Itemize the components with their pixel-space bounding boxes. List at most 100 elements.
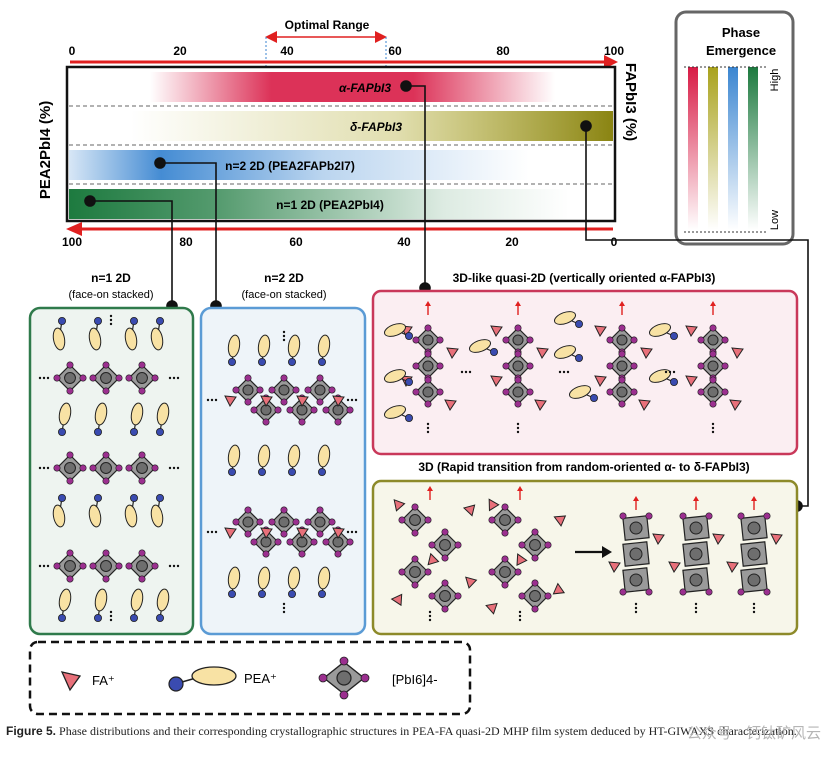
fa-cation bbox=[446, 347, 459, 359]
iodide-atom bbox=[763, 512, 771, 520]
pea-body bbox=[257, 334, 271, 358]
iodide-atom bbox=[488, 568, 496, 576]
ellipsis-dot bbox=[516, 426, 520, 430]
pb-atom bbox=[629, 521, 643, 535]
panel-n2-title: n=2 2D bbox=[264, 271, 304, 285]
fa-cation bbox=[729, 399, 742, 411]
iodide-atom bbox=[514, 376, 522, 384]
top-tick-label: 40 bbox=[280, 44, 294, 58]
fa-cation bbox=[553, 515, 567, 527]
ellipsis-dot bbox=[109, 618, 113, 622]
emergence-bar-red bbox=[688, 67, 698, 230]
ellipsis-dot bbox=[634, 602, 638, 606]
pea-body bbox=[156, 402, 170, 426]
ellipsis-dot bbox=[428, 614, 432, 618]
pea-head bbox=[227, 467, 236, 476]
fa-cation bbox=[462, 504, 476, 517]
iodide-atom bbox=[79, 464, 87, 472]
iodide-atom bbox=[709, 376, 717, 384]
fa-cation bbox=[488, 498, 500, 512]
ellipsis-dot bbox=[109, 322, 113, 326]
iodide-atom bbox=[268, 386, 276, 394]
fa-cation bbox=[485, 602, 498, 615]
panel-3d-title: 3D (Rapid transition from random-oriente… bbox=[418, 460, 749, 474]
iodide-atom bbox=[115, 464, 123, 472]
emergence-bar-olive bbox=[708, 67, 718, 230]
ellipsis-dot bbox=[346, 398, 350, 402]
iodide-atom bbox=[514, 516, 522, 524]
ellipsis-dot bbox=[634, 610, 638, 614]
band-n1-2d bbox=[69, 189, 569, 219]
panel-n2 bbox=[199, 306, 367, 636]
iodide-atom bbox=[53, 562, 61, 570]
ellipsis-dot bbox=[42, 466, 46, 470]
pb-atom bbox=[689, 521, 703, 535]
iodide-atom bbox=[531, 605, 539, 613]
pb-atom bbox=[439, 539, 451, 551]
iodide-atom bbox=[151, 464, 159, 472]
pea-head bbox=[94, 614, 103, 623]
iodide-atom bbox=[79, 374, 87, 382]
pea-head bbox=[94, 493, 103, 502]
ellipsis-dot bbox=[210, 398, 214, 402]
ellipsis-dot bbox=[210, 530, 214, 534]
iodide-atom bbox=[501, 503, 509, 511]
iodide-atom bbox=[709, 350, 717, 358]
iodide-atom bbox=[256, 518, 264, 526]
pb-atom bbox=[278, 516, 290, 528]
pea-body bbox=[94, 402, 108, 426]
pbi6-octahedron-icon bbox=[318, 656, 370, 700]
pb-atom bbox=[422, 386, 434, 398]
iodide-atom bbox=[737, 588, 745, 596]
ellipsis-dot bbox=[38, 376, 42, 380]
top-tick-label: 60 bbox=[388, 44, 402, 58]
fa-cation bbox=[685, 375, 698, 387]
ellipsis-dot bbox=[518, 614, 522, 618]
iodide-atom bbox=[630, 362, 638, 370]
pea-body bbox=[468, 339, 492, 353]
iodide-atom bbox=[436, 336, 444, 344]
iodide-atom bbox=[322, 406, 330, 414]
iodide-atom bbox=[531, 554, 539, 562]
pea-body bbox=[287, 566, 301, 590]
ellipsis-dot bbox=[282, 334, 286, 338]
pea-body bbox=[52, 327, 66, 351]
iodide-atom bbox=[89, 562, 97, 570]
iodide-atom bbox=[346, 538, 354, 546]
iodide-atom bbox=[697, 362, 705, 370]
connector-n1 bbox=[90, 200, 173, 306]
ellipsis-dot bbox=[672, 370, 676, 374]
ellipsis-dot bbox=[752, 606, 756, 610]
pea-head bbox=[257, 467, 266, 476]
iodide-atom bbox=[412, 362, 420, 370]
pb-atom bbox=[499, 566, 511, 578]
optimal-range-label: Optimal Range bbox=[285, 18, 370, 32]
pea-body bbox=[317, 566, 331, 590]
orientation-arrowhead bbox=[517, 486, 523, 491]
pea-head bbox=[58, 614, 67, 623]
iodide-atom bbox=[544, 592, 552, 600]
pb-atom bbox=[64, 560, 76, 572]
pea-body bbox=[317, 444, 331, 468]
iodide-atom bbox=[125, 374, 133, 382]
iodide-atom bbox=[286, 538, 294, 546]
fa-cation bbox=[668, 561, 681, 573]
iodide-atom bbox=[66, 477, 74, 485]
top-tick-label: 0 bbox=[69, 44, 76, 58]
iodide-atom bbox=[618, 400, 626, 408]
pea-head bbox=[287, 467, 296, 476]
pea-head bbox=[287, 357, 296, 366]
pea-head bbox=[404, 377, 413, 386]
watermark: 公众号 · 钙钛矿风云 bbox=[686, 724, 821, 742]
iodide-atom bbox=[679, 512, 687, 520]
connector-dot bbox=[84, 195, 96, 207]
iodide-atom bbox=[151, 374, 159, 382]
ellipsis-dot bbox=[428, 618, 432, 622]
ellipsis-dot bbox=[354, 398, 358, 402]
iodide-atom bbox=[606, 362, 614, 370]
iodide-atom bbox=[138, 387, 146, 395]
iodide-atom bbox=[346, 406, 354, 414]
pb-atom bbox=[629, 573, 643, 587]
pea-head bbox=[129, 614, 138, 623]
pea-head bbox=[155, 427, 164, 436]
